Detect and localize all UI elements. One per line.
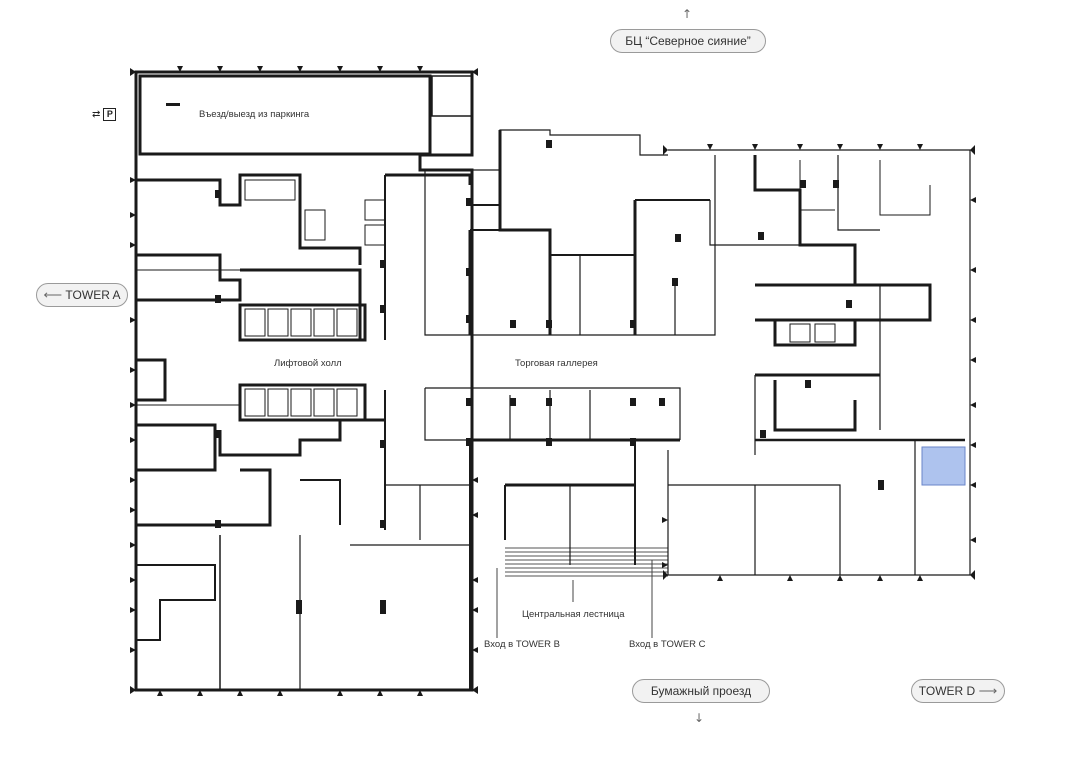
leader-lines — [496, 560, 653, 638]
parking-arrows-icon: ⇄ — [92, 109, 101, 120]
columns — [166, 103, 884, 614]
elevator-hall-label: Лифтовой холл — [274, 358, 342, 369]
perimeter-markers — [130, 66, 976, 696]
north-business-center-label: БЦ “Северное сияние” — [625, 34, 751, 48]
highlighted-unit[interactable] — [921, 446, 966, 486]
south-street-label: Бумажный проезд — [650, 684, 752, 698]
parking-icon: P — [103, 108, 117, 121]
central-stairs-label: Центральная лестница — [522, 609, 625, 620]
parking-sign: ⇄P — [92, 108, 117, 121]
parking-entrance-label: Въезд/выезд из паркинга — [199, 109, 310, 120]
tower-a-label: TOWER A — [65, 288, 121, 302]
down-arrow-icon: ↓ — [694, 711, 705, 725]
retail-gallery-label: Торговая галлерея — [515, 358, 598, 369]
tower-a-pill[interactable]: ⟵ TOWER A — [36, 283, 128, 307]
entrance-tower-b-label: Вход в TOWER B — [484, 639, 560, 650]
interior-walls — [136, 130, 965, 690]
south-street-pill[interactable]: Бумажный проезд — [632, 679, 770, 703]
tower-d-label: TOWER D — [918, 684, 976, 698]
up-arrow-icon: ↑ — [682, 7, 693, 21]
entrance-tower-c-label: Вход в TOWER C — [629, 639, 706, 650]
elevator-banks — [244, 179, 836, 417]
tower-d-pill[interactable]: TOWER D ⟶ — [911, 679, 1005, 703]
north-business-center-pill[interactable]: БЦ “Северное сияние” — [610, 29, 766, 53]
left-arrow-icon: ⟵ — [43, 287, 63, 302]
building-outline — [134, 70, 971, 692]
right-arrow-icon: ⟶ — [978, 683, 998, 698]
